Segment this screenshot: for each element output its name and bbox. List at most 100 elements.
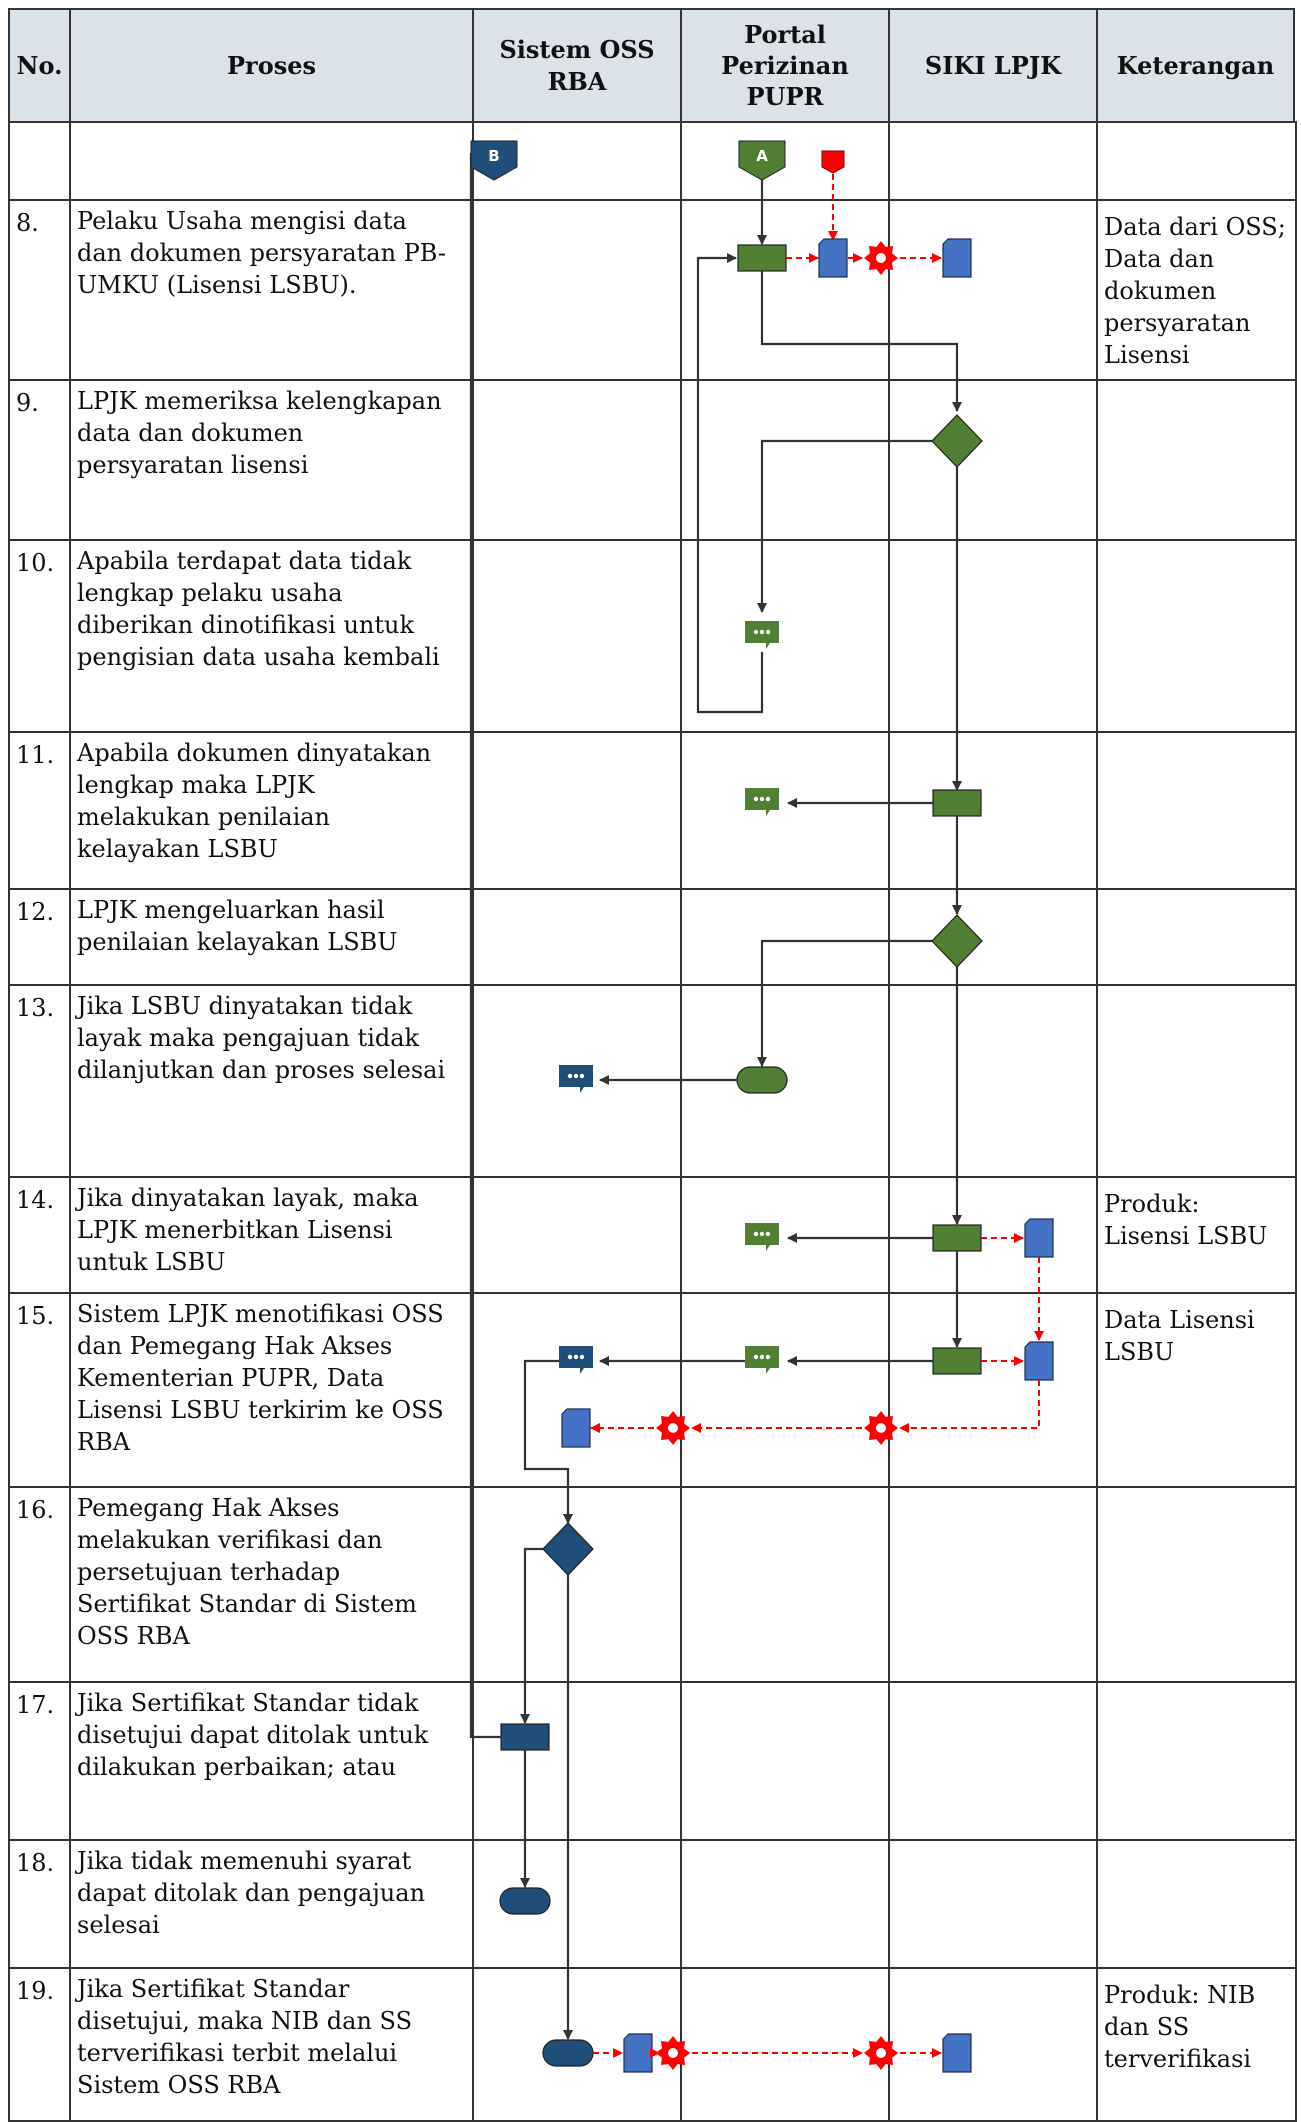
table-cell xyxy=(1096,731,1297,890)
table-cell xyxy=(1096,984,1297,1178)
table-cell: 17. xyxy=(8,1681,71,1841)
step-number: 14. xyxy=(16,1186,55,1214)
arrow-to-check xyxy=(760,271,962,412)
arrow-to-verify xyxy=(523,1359,573,1524)
table-cell xyxy=(888,731,1098,890)
chat-dot xyxy=(765,1231,771,1237)
table-cell: Jika LSBU dinyatakan tidak layak maka pe… xyxy=(69,984,474,1178)
table-cell xyxy=(888,1681,1098,1841)
table-cell: LPJK mengeluarkan hasil penilaian kelaya… xyxy=(69,888,474,986)
step-note-text: Produk: Lisensi LSBU xyxy=(1104,1190,1268,1250)
flowchart-table: No. Proses Sistem OSS RBA Portal Perizin… xyxy=(8,8,1297,2122)
document-icon xyxy=(818,238,848,278)
document-icon xyxy=(942,238,972,278)
chat-dot xyxy=(579,1073,585,1079)
header-proses-label: Proses xyxy=(227,50,316,80)
chat-dot xyxy=(579,1354,585,1360)
step-note-text: Data dari OSS; Data dan dokumen persyara… xyxy=(1104,213,1286,369)
table-cell xyxy=(1096,121,1297,201)
gear-hole xyxy=(876,2048,886,2058)
process-reject-fix xyxy=(500,1723,550,1751)
arrow-to-reject xyxy=(757,939,932,1067)
connector-b-label: B xyxy=(488,147,499,165)
step-process-text: LPJK mengeluarkan hasil penilaian kelaya… xyxy=(77,896,398,956)
chat-dot xyxy=(765,1354,771,1360)
table-cell xyxy=(472,731,682,890)
process-assessment xyxy=(932,789,982,817)
arrow-to-reject-fix xyxy=(520,1547,543,1724)
chat-dot xyxy=(567,1354,573,1360)
chat-dot xyxy=(759,796,765,802)
step-note-text: Produk: NIB dan SS terverifikasi xyxy=(1104,1981,1256,2073)
decision-completeness xyxy=(931,414,983,468)
chat-dot xyxy=(567,1073,573,1079)
table-cell xyxy=(1096,379,1297,541)
step-number: 15. xyxy=(16,1302,55,1330)
step-number: 16. xyxy=(16,1496,55,1524)
table-cell: 19. xyxy=(8,1967,71,2122)
gear-hole xyxy=(876,253,886,263)
table-cell xyxy=(472,199,682,381)
step-number: 12. xyxy=(16,898,55,926)
table-cell xyxy=(680,888,890,986)
table-cell xyxy=(680,1292,890,1488)
step-process-text: Sistem LPJK menotifikasi OSS dan Pemegan… xyxy=(77,1300,444,1456)
arrow-to-notify xyxy=(757,439,932,613)
table-cell xyxy=(680,1486,890,1683)
table-cell xyxy=(1096,539,1297,733)
step-process-text: Jika Sertifikat Standar disetujui, maka … xyxy=(77,1975,413,2099)
document-icon xyxy=(623,2033,653,2073)
process-fill-data xyxy=(737,244,787,272)
header-no-label: No. xyxy=(16,50,63,80)
table-cell xyxy=(680,1681,890,1841)
decision-result xyxy=(931,914,983,968)
chat-icon xyxy=(745,1346,779,1374)
arrow-loop-b xyxy=(469,1713,501,1739)
step-process-text: Apabila terdapat data tidak lengkap pela… xyxy=(77,547,440,671)
header-ket-label: Keterangan xyxy=(1116,50,1275,80)
chat-dot xyxy=(753,796,759,802)
step-number: 10. xyxy=(16,549,55,577)
document-icon xyxy=(942,2033,972,2073)
table-cell xyxy=(472,1681,682,1841)
chat-icon xyxy=(559,1065,593,1093)
chat-dot xyxy=(759,629,765,635)
step-process-text: Jika dinyatakan layak, maka LPJK menerbi… xyxy=(77,1184,419,1276)
table-cell: Produk: NIB dan SS terverifikasi xyxy=(1096,1967,1297,2122)
table-cell xyxy=(680,1839,890,1969)
table-cell: Data dari OSS; Data dan dokumen persyara… xyxy=(1096,199,1297,381)
step-number: 8. xyxy=(16,209,39,237)
table-cell xyxy=(680,121,890,201)
step-process-text: Pemegang Hak Akses melakukan verifikasi … xyxy=(77,1494,417,1650)
gear-hole xyxy=(876,1423,886,1433)
step-process-text: Jika Sertifikat Standar tidak disetujui … xyxy=(77,1689,429,1781)
chat-dot xyxy=(765,796,771,802)
decision-verify xyxy=(542,1522,594,1576)
connector-a-label: A xyxy=(756,147,768,165)
chat-dot xyxy=(573,1354,579,1360)
table-cell: Jika Sertifikat Standar tidak disetujui … xyxy=(69,1681,474,1841)
step-number: 19. xyxy=(16,1977,55,2005)
chat-dot xyxy=(759,1231,765,1237)
table-cell xyxy=(888,1839,1098,1969)
table-cell: 15. xyxy=(8,1292,71,1488)
table-cell xyxy=(680,379,890,541)
chat-dot xyxy=(573,1073,579,1079)
document-icon xyxy=(1024,1218,1054,1258)
table-cell xyxy=(1096,888,1297,986)
gear-hole xyxy=(668,2048,678,2058)
header-portal: Portal Perizinan PUPR xyxy=(680,8,890,123)
header-no: No. xyxy=(8,8,71,123)
table-cell: Jika Sertifikat Standar disetujui, maka … xyxy=(69,1967,474,2122)
table-cell xyxy=(680,1967,890,2122)
terminator-approve xyxy=(542,2039,594,2067)
table-cell: 8. xyxy=(8,199,71,381)
chat-icon xyxy=(745,788,779,816)
chat-dot xyxy=(753,1231,759,1237)
arrow-loop-back xyxy=(696,253,764,714)
step-number: 11. xyxy=(16,741,55,769)
gear-hole xyxy=(668,1423,678,1433)
connector-b xyxy=(470,140,518,181)
table-cell: Jika dinyatakan layak, maka LPJK menerbi… xyxy=(69,1176,474,1294)
connector-red xyxy=(821,150,845,174)
